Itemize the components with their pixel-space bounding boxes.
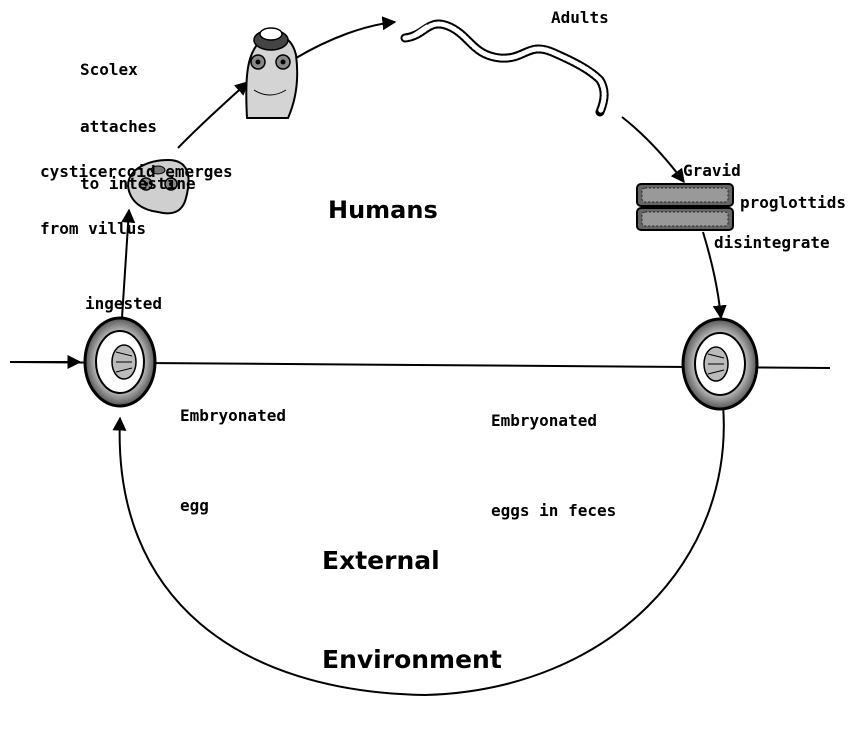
scolex-label-line1: Scolex <box>80 60 196 79</box>
humans-zone-label: Humans <box>328 196 438 224</box>
external-label-line1: External <box>322 544 502 577</box>
disintegrate-label: disintegrate <box>714 233 830 252</box>
egg-icon <box>85 318 155 406</box>
gravid-label: Gravid <box>683 161 741 180</box>
external-environment-label: External Environment <box>322 478 502 742</box>
ingested-label: ingested <box>85 294 162 313</box>
proglottids-label: proglottids <box>740 193 846 212</box>
gravid-proglottids-icon <box>637 184 733 230</box>
embryonated-egg-label: Embryonated egg <box>180 341 286 581</box>
life-cycle-diagram: Humans External Environment Scolex attac… <box>0 0 863 702</box>
embryonated-egg-line2: egg <box>180 491 286 521</box>
eggs-in-feces-line1: Embryonated <box>491 406 616 436</box>
eggs-in-feces-line2: eggs in feces <box>491 496 616 526</box>
cysticercoid-label-line2: from villus <box>40 219 233 238</box>
cysticercoid-label: cysticercoid emerges from villus <box>40 124 233 276</box>
eggs-in-feces-label: Embryonated eggs in feces <box>491 346 616 586</box>
scolex-icon <box>246 28 297 118</box>
external-label-line2: Environment <box>322 643 502 676</box>
cysticercoid-label-line1: cysticercoid emerges <box>40 162 233 181</box>
embryonated-egg-line1: Embryonated <box>180 401 286 431</box>
adult-worm-icon <box>405 24 604 112</box>
arrow-adults-to-proglottids <box>622 117 684 182</box>
adults-label: Adults <box>551 8 609 27</box>
arrow-scolex-to-adults <box>296 22 395 58</box>
egg-icon <box>683 319 757 409</box>
